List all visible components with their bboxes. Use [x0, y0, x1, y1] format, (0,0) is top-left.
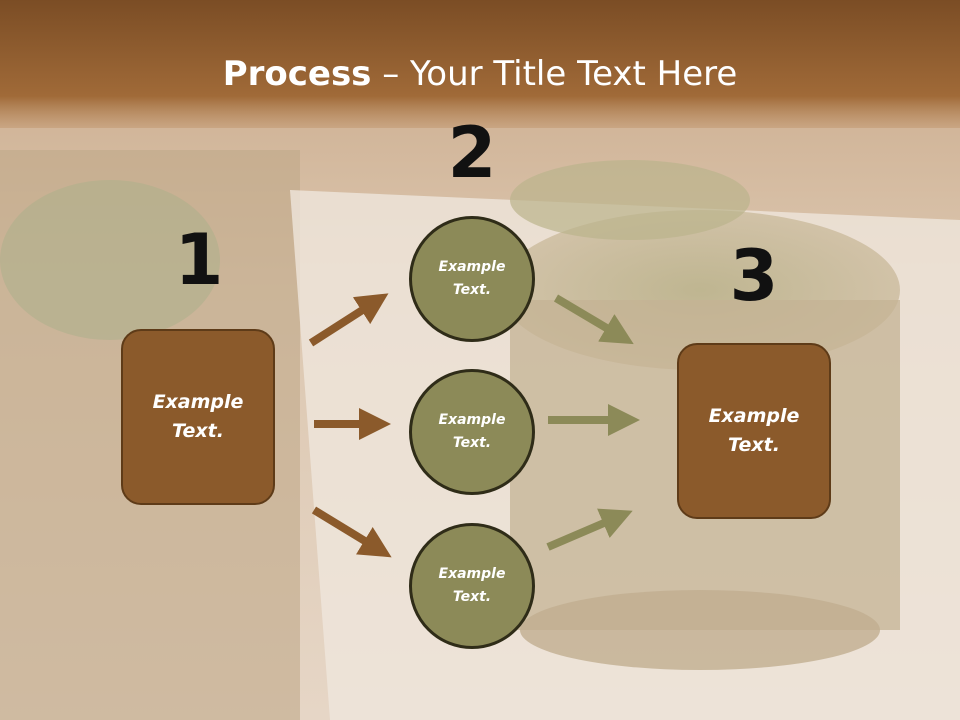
title-band: [0, 0, 960, 128]
step-3-box: Example Text.: [677, 343, 831, 519]
arrow-1-to-circle-top: [308, 293, 389, 347]
circle-bottom: Example Text.: [409, 523, 535, 649]
arrow-circle-bottom-to-3: [546, 508, 633, 551]
slide-title: Process – Your Title Text Here: [0, 54, 960, 94]
title-bold: Process: [222, 54, 372, 94]
step-1-label: Example Text.: [152, 391, 244, 442]
step-3-label: Example Text.: [708, 405, 800, 456]
title-rest: – Your Title Text Here: [371, 54, 738, 94]
step-number-3: 3: [729, 235, 779, 317]
circle-middle-label: Example Text.: [438, 412, 506, 451]
step-1-box: Example Text.: [121, 329, 275, 505]
circle-top: Example Text.: [409, 216, 535, 342]
circle-bottom-label: Example Text.: [438, 566, 506, 605]
circle-top-label: Example Text.: [438, 259, 506, 298]
step-number-1: 1: [174, 219, 224, 301]
arrow-circle-top-to-3: [553, 294, 634, 345]
arrow-1-to-circle-bottom: [311, 506, 392, 558]
circle-middle: Example Text.: [409, 369, 535, 495]
step-number-2: 2: [447, 112, 497, 194]
